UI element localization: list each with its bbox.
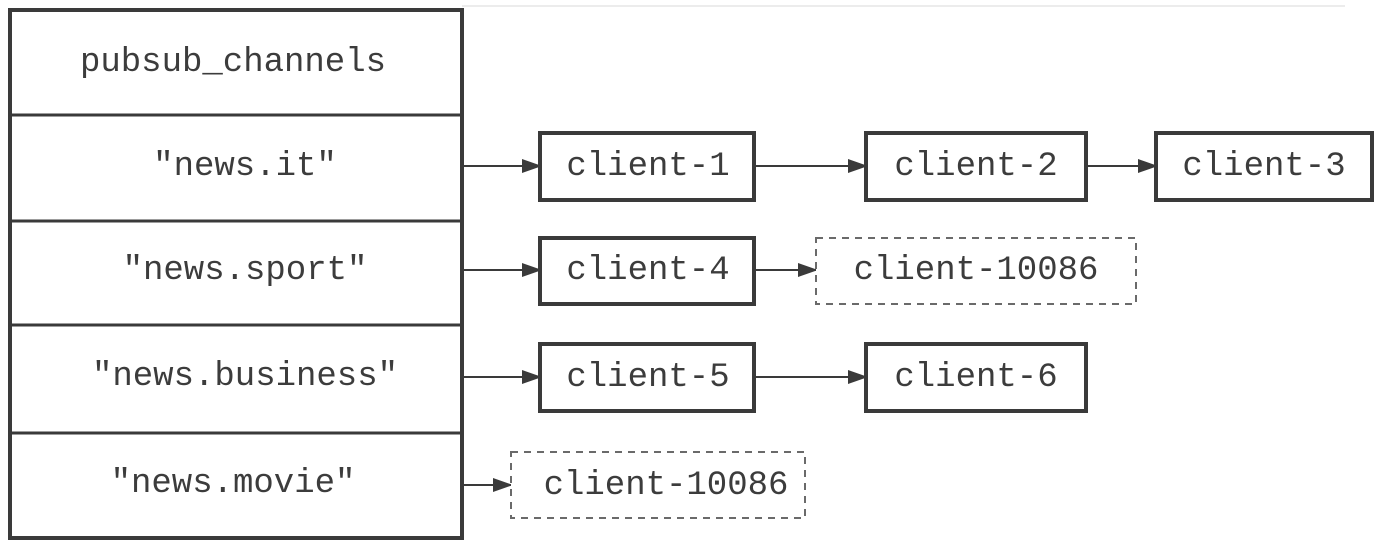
- subscriber-list: client-1 client-2 client-3: [462, 131, 1374, 202]
- client-node: [864, 342, 1088, 413]
- channels-table: pubsub_channels "news.it" "news.sport" "…: [8, 8, 464, 540]
- client-label: client-4: [566, 252, 729, 290]
- client-node-dashed: [815, 237, 1137, 305]
- channel-name: "news.sport": [123, 252, 368, 290]
- subscriber-list: client-4 client-10086: [462, 236, 1137, 306]
- client-label: client-10086: [544, 467, 789, 505]
- table-header: pubsub_channels: [80, 44, 386, 82]
- subscriber-list: client-5 client-6: [462, 342, 1088, 413]
- client-node: [538, 342, 756, 413]
- client-label: client-2: [894, 148, 1057, 186]
- channel-name: "news.it": [153, 148, 337, 186]
- subscriber-list: client-10086: [462, 451, 806, 519]
- client-label: client-5: [566, 359, 729, 397]
- client-node-dashed: [510, 451, 806, 519]
- table-outline: [8, 8, 464, 540]
- client-label: client-6: [894, 359, 1057, 397]
- client-label: client-10086: [854, 252, 1099, 290]
- client-node: [538, 236, 756, 306]
- client-label: client-3: [1182, 148, 1345, 186]
- client-node: [1154, 131, 1374, 202]
- channel-name: "news.business": [92, 358, 398, 396]
- client-node: [864, 131, 1088, 202]
- channel-name: "news.movie": [111, 465, 356, 503]
- client-label: client-1: [566, 148, 729, 186]
